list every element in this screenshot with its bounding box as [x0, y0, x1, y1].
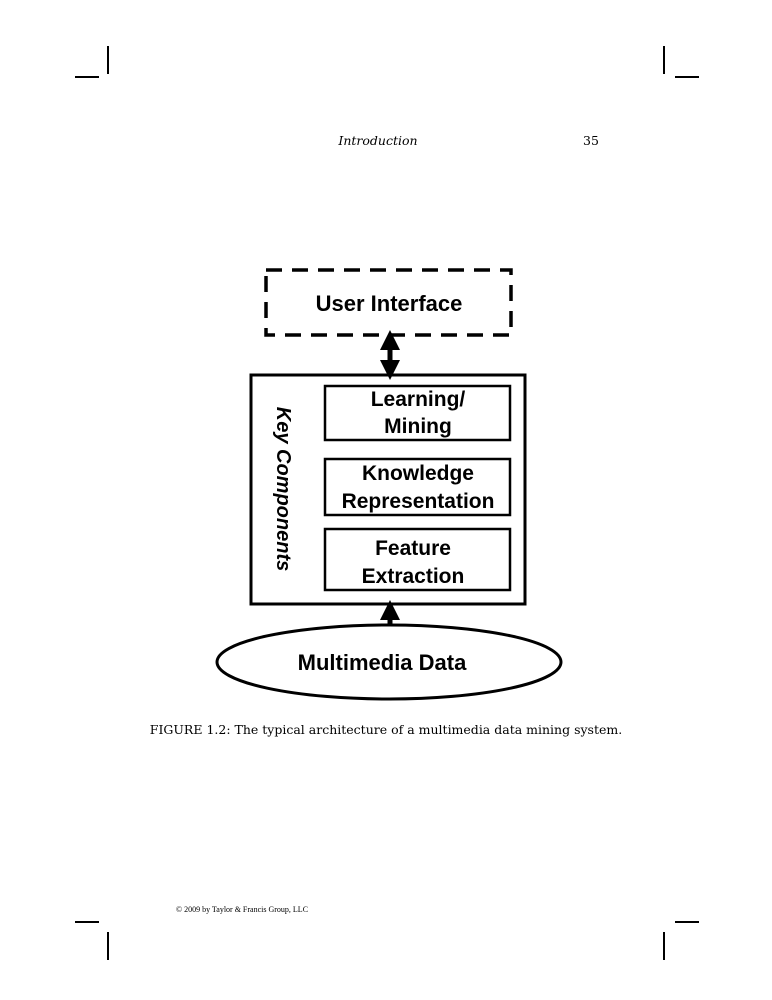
crop-mark-bottom-right-horizontal	[675, 921, 699, 923]
learning-mining-line1: Learning/	[371, 388, 466, 411]
copyright-notice: © 2009 by Taylor & Francis Group, LLC	[176, 905, 309, 914]
key-components-label: Key Components	[272, 407, 294, 571]
feature-extraction-box	[323, 527, 512, 592]
feature-extraction-line1: Feature	[375, 537, 451, 560]
running-title: Introduction	[338, 133, 418, 148]
knowledge-representation-line1: Knowledge	[362, 462, 474, 485]
crop-mark-bottom-left-horizontal	[75, 921, 99, 923]
learning-mining-box	[323, 384, 512, 442]
user-interface-box	[264, 268, 513, 337]
multimedia-data-ellipse	[215, 623, 563, 701]
figure-caption: FIGURE 1.2: The typical architecture of …	[149, 722, 623, 737]
user-interface-label: User Interface	[316, 291, 463, 316]
multimedia-data-label: Multimedia Data	[298, 650, 467, 675]
crop-mark-bottom-left-vertical	[107, 932, 109, 960]
learning-mining-line2: Mining	[384, 415, 452, 438]
crop-mark-top-right-vertical	[663, 46, 665, 74]
feature-extraction-line2: Extraction	[362, 565, 465, 588]
crop-mark-top-right-horizontal	[675, 76, 699, 78]
knowledge-representation-box	[323, 457, 512, 517]
crop-mark-top-left-horizontal	[75, 76, 99, 78]
crop-mark-bottom-right-vertical	[663, 932, 665, 960]
page-number: 35	[583, 133, 599, 148]
crop-mark-top-left-vertical	[107, 46, 109, 74]
knowledge-representation-line2: Representation	[342, 490, 495, 513]
